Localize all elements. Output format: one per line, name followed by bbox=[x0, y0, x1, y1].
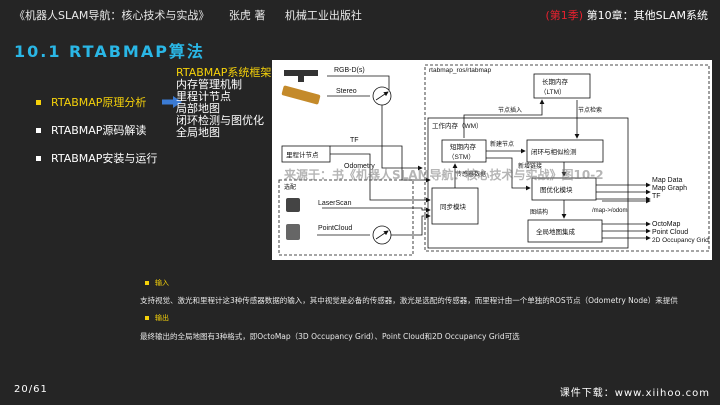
sensor-data-label: 传感器数据 bbox=[456, 170, 486, 178]
header-right: (第1季) 第10章：其他SLAM系统 bbox=[546, 7, 708, 23]
stm-en-label: （STM） bbox=[448, 153, 475, 161]
menu-item-source[interactable]: RTABMAP源码解读 bbox=[36, 122, 157, 150]
graph-struct-label: 图结构 bbox=[530, 208, 548, 216]
out-mapgraph: Map Graph bbox=[652, 185, 687, 192]
right-arrow-icon bbox=[162, 96, 182, 108]
download-link[interactable]: 课件下载：www.xiihoo.com bbox=[559, 388, 710, 399]
label-rgbd: RGB-D(s) bbox=[334, 67, 365, 74]
author: 张虎 著 bbox=[228, 9, 266, 22]
topic-menu: RTABMAP原理分析 RTABMAP源码解读 RTABMAP安装与运行 bbox=[36, 94, 157, 178]
stereo-camera-icon bbox=[281, 85, 321, 105]
label-stereo: Stereo bbox=[336, 88, 357, 95]
label-pointcloud: PointCloud bbox=[318, 225, 352, 232]
out-tf: TF bbox=[652, 193, 661, 200]
bullet-square-icon bbox=[36, 156, 41, 161]
out-octomap: OctoMap bbox=[652, 221, 681, 228]
header-left: 《机器人SLAM导航：核心技术与实战》 张虎 著 机械工业出版社 bbox=[14, 7, 378, 23]
menu-item-label: RTABMAP原理分析 bbox=[51, 96, 147, 109]
input-description: 支持视觉、激光和里程计这3种传感器数据的输入，其中视觉是必备的传感器，激光是选配… bbox=[140, 296, 678, 305]
bullet-square-icon bbox=[145, 316, 149, 320]
sync-module-label: 同步模块 bbox=[440, 202, 467, 211]
menu-item-install[interactable]: RTABMAP安装与运行 bbox=[36, 150, 157, 178]
bullet-square-icon bbox=[36, 100, 41, 105]
loop-detect-label: 闭环与相似检测 bbox=[531, 147, 577, 156]
rtabmap-ros-label: rtabmap_ros/rtabmap bbox=[429, 67, 492, 74]
new-link-label: 新增链接 bbox=[518, 162, 542, 170]
node-retrieve-label: 节点检索 bbox=[578, 106, 602, 114]
out-mapdata: Map Data bbox=[652, 177, 682, 184]
output-description: 最终输出的全局地图有3种格式，即OctoMap（3D Occupancy Gri… bbox=[140, 332, 520, 341]
kinect-icon bbox=[284, 70, 318, 76]
chapter-title: 第10章：其他SLAM系统 bbox=[586, 9, 708, 22]
bullet-square-icon bbox=[36, 128, 41, 133]
input-heading: 输入 bbox=[145, 278, 169, 288]
output-heading: 输出 bbox=[145, 313, 169, 323]
laser-scanner-icon bbox=[286, 198, 300, 212]
source-watermark: 来源于：书《机器人SLAM导航：核心技术与实战》图10-2 bbox=[284, 168, 604, 182]
sub-topic-item[interactable]: 全局地图 bbox=[176, 126, 220, 139]
sub-topic-item[interactable]: RTABMAP系统框架 bbox=[176, 66, 272, 79]
bullet-square-icon bbox=[145, 281, 149, 285]
page-number: 20/61 bbox=[14, 384, 48, 395]
sub-topic-item[interactable]: 闭环检测与图优化 bbox=[176, 114, 264, 127]
label-tf: TF bbox=[350, 137, 359, 144]
graph-opt-label: 图优化模块 bbox=[540, 185, 573, 194]
odom-node-label: 里程计节点 bbox=[286, 150, 319, 159]
ltm-label: 长期内存 bbox=[542, 77, 569, 86]
publisher: 机械工业出版社 bbox=[284, 9, 362, 22]
node-insert-label: 节点插入 bbox=[498, 106, 522, 114]
sub-topic-item[interactable]: 局部地图 bbox=[176, 102, 220, 115]
label-laserscan: LaserScan bbox=[318, 200, 352, 207]
sub-topic-item[interactable]: 里程计节点 bbox=[176, 90, 231, 103]
book-title: 《机器人SLAM导航：核心技术与实战》 bbox=[14, 9, 210, 22]
stm-label: 短期内存 bbox=[450, 142, 477, 151]
menu-item-label: RTABMAP安装与运行 bbox=[51, 152, 158, 165]
wm-label: 工作内存（WM） bbox=[432, 121, 483, 130]
out-pointcloud: Point Cloud bbox=[652, 229, 688, 236]
menu-item-principle[interactable]: RTABMAP原理分析 bbox=[36, 94, 157, 122]
sub-topic-list: RTABMAP系统框架 内存管理机制 里程计节点 局部地图 闭环检测与图优化 全… bbox=[176, 67, 271, 139]
sub-topic-item[interactable]: 内存管理机制 bbox=[176, 78, 242, 91]
ltm-en-label: （LTM） bbox=[540, 88, 566, 96]
optional-label: 选配 bbox=[284, 183, 296, 191]
framework-figure: RGB-D(s) Stereo TF Odometry 里程计节点 选配 Las… bbox=[278, 64, 710, 256]
global-map-label: 全局地图集成 bbox=[536, 227, 576, 236]
map-odom-label: /map->/odom bbox=[592, 208, 628, 214]
rtabmap-framework-diagram: RGB-D(s) Stereo TF Odometry 里程计节点 选配 Las… bbox=[272, 60, 712, 260]
section-title: 10.1 RTABMAP算法 bbox=[14, 42, 205, 61]
label-odometry: Odometry bbox=[344, 163, 375, 170]
lidar-icon bbox=[286, 224, 300, 240]
out-2d-grid: 2D Occupancy Grid bbox=[652, 237, 709, 244]
new-node-label: 新建节点 bbox=[490, 140, 514, 148]
menu-item-label: RTABMAP源码解读 bbox=[51, 124, 147, 137]
season-tag: (第1季) bbox=[545, 9, 584, 22]
